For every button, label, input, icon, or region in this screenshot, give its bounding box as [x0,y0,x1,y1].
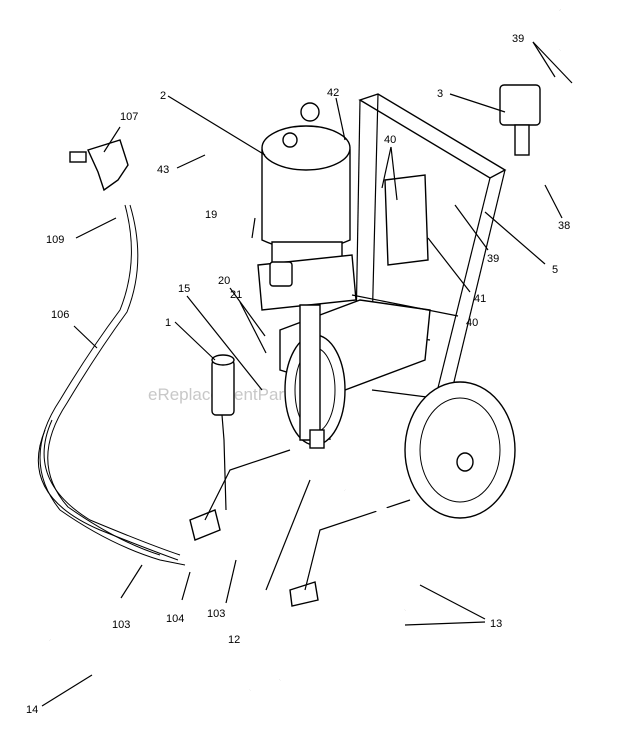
callout-103-left: 103 [112,619,130,631]
callout-104: 104 [166,613,184,625]
callout-103-right: 103 [207,608,225,620]
suction-hose [277,485,425,684]
pump-assembly [257,102,357,449]
fluid-hose-coil [37,204,186,566]
callout-12: 12 [228,634,240,646]
callout-5: 5 [552,264,558,276]
fluid-filter [211,354,235,511]
mounting-bracket [384,174,429,266]
siphon-tube [48,637,252,719]
callout-38: 38 [558,220,570,232]
callout-40-top: 40 [384,134,396,146]
callout-labels: 2 1 3 5 12 13 14 15 19 20 21 38 39 39 40… [26,33,570,716]
leader-lines [41,41,573,707]
callout-40-bottom: 40 [466,317,478,329]
callout-20: 20 [218,275,230,287]
air-regulator [499,7,570,156]
callout-3: 3 [437,88,443,100]
callout-106: 106 [51,309,69,321]
callout-1: 1 [165,317,171,329]
callout-41: 41 [474,293,486,305]
callout-19: 19 [205,209,217,221]
callout-109: 109 [46,234,64,246]
callout-2: 2 [160,90,166,102]
callout-21: 21 [230,289,242,301]
callout-42: 42 [327,87,339,99]
callout-39-top: 39 [512,33,524,45]
callout-15: 15 [178,283,190,295]
spray-gun [69,139,129,192]
callout-39-mid: 39 [487,253,499,265]
cart-foot-left [189,449,291,541]
callout-14: 14 [26,704,38,716]
callout-43: 43 [157,164,169,176]
callout-107: 107 [120,111,138,123]
callout-13: 13 [490,618,502,630]
wheel-right [404,381,516,519]
